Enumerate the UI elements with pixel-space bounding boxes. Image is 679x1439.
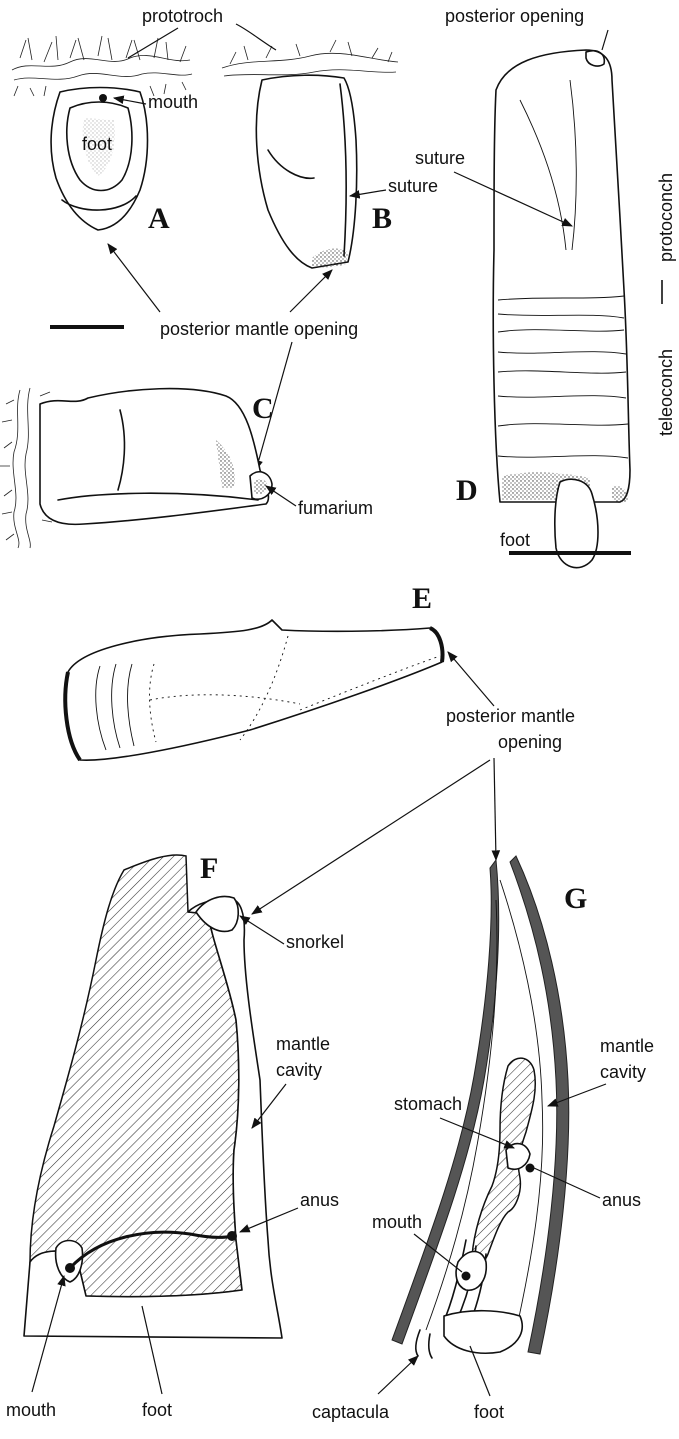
prototroch-leader-a [128,28,178,58]
panel-f-juvenile-section: F [24,852,282,1338]
pmo-arrow-f [252,760,490,914]
panel-g-letter: G [564,882,587,915]
foot-d-label: foot [500,530,530,550]
prototroch-leader-b [236,24,276,50]
protoconch-label: protoconch [656,173,676,262]
mantle-cavity-f-label-1: mantle [276,1034,330,1054]
foot-g [444,1311,522,1353]
pmo-arrow-b [290,270,332,312]
prototroch-cilia-b [222,40,398,76]
foot-a-label: foot [82,134,112,154]
mouth-a-label: mouth [148,92,198,112]
anus-f-dot [227,1231,237,1241]
panel-d-letter: D [456,474,478,507]
mantle-cavity-g-label-1: mantle [600,1036,654,1056]
panel-c-letter: C [252,392,274,425]
posterior-mantle-opening-e-label-1: posterior mantle [446,706,575,726]
posterior-mantle-opening-e-label-2: opening [498,732,562,752]
suture-label: suture [388,176,438,196]
pmo-arrow-a [108,244,160,312]
posterior-opening-label: posterior opening [445,6,584,26]
captacula-tip-2 [429,1334,432,1358]
captacula-arrow [378,1356,418,1394]
larva-c-shell [40,389,268,525]
mantle-e-outline [65,620,442,760]
captacula-tip-1 [416,1330,420,1356]
fumarium-label: fumarium [298,498,373,518]
juvenile-shell-d [493,50,630,502]
panel-c-larva-lateral: C [0,388,274,548]
prototroch-label: prototroch [142,6,223,26]
foot-f-label: foot [142,1400,172,1420]
mouth-f-label: mouth [6,1400,56,1420]
panel-e-mantle-dorsal: E [65,582,442,760]
anus-g-label: anus [602,1190,641,1210]
suture-label-d: suture [415,148,465,168]
panel-b-larva-side: B [222,40,398,268]
mouth-g-label: mouth [372,1212,422,1232]
fumarium-arrow [266,486,296,506]
pmo-arrow-e [448,652,494,706]
panel-e-letter: E [412,582,432,615]
posterior-opening-leader [602,30,608,50]
mantle-cavity-g-label-2: cavity [600,1062,646,1082]
panel-b-letter: B [372,202,392,235]
stomach-label: stomach [394,1094,462,1114]
anus-f-label: anus [300,1190,339,1210]
anus-g-dot [526,1164,535,1173]
mantle-cavity-f-label-2: cavity [276,1060,322,1080]
pmo-arrow-g [494,758,496,860]
snorkel-label: snorkel [286,932,344,952]
panel-d-juvenile-shell: D [456,50,630,568]
mouth-f-dot [65,1263,75,1273]
foot-g-label: foot [474,1402,504,1422]
teleoconch-label: teleoconch [656,349,676,436]
panel-a-letter: A [148,202,170,235]
panel-f-letter: F [200,852,218,885]
posterior-mantle-opening-top-label: posterior mantle opening [160,319,358,339]
captacula-label: captacula [312,1402,390,1422]
mouth-g-dot [462,1272,471,1281]
panel-a-larva-front: foot A [12,36,192,235]
mouth-a-dot [99,94,107,102]
snorkel-arrow [240,916,284,944]
